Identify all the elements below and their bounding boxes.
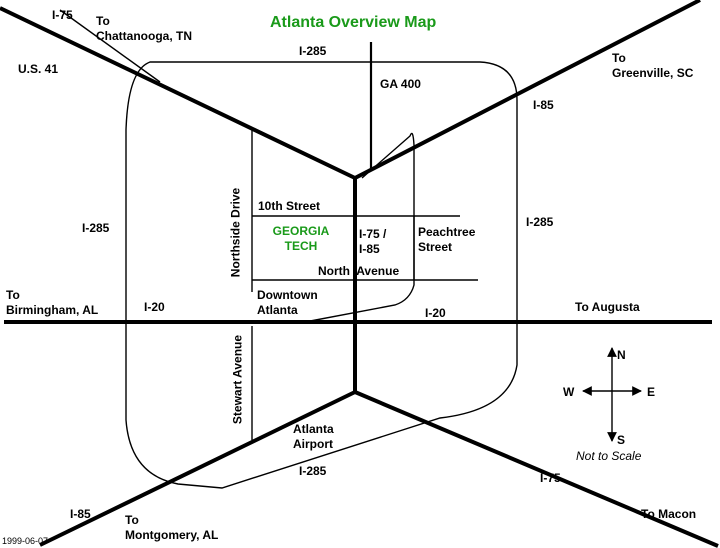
i75-northwest bbox=[0, 6, 356, 180]
label-georgia-tech: GEORGIA TECH bbox=[272, 224, 330, 253]
label-i285-right: I-285 bbox=[526, 215, 554, 229]
compass-south: S bbox=[617, 433, 626, 447]
label-i285-left: I-285 bbox=[82, 221, 110, 235]
label-peachtree-street: Peachtree Street bbox=[418, 225, 476, 254]
label-northside-drive: Northside Drive bbox=[228, 187, 243, 278]
label-to-birmingham: To Birmingham, AL bbox=[6, 288, 99, 317]
label-ga400: GA 400 bbox=[380, 77, 421, 91]
compass-note: Not to Scale bbox=[576, 449, 642, 463]
downtown-connector bbox=[304, 132, 415, 323]
compass-north: N bbox=[617, 348, 626, 362]
label-i85-ne: I-85 bbox=[533, 98, 554, 112]
compass-east: E bbox=[647, 385, 656, 399]
label-us41: U.S. 41 bbox=[18, 62, 59, 76]
label-i75-se: I-75 bbox=[540, 471, 561, 485]
label-north-avenue: North Avenue bbox=[318, 264, 400, 278]
label-i75-i85: I-75 / I-85 bbox=[359, 227, 387, 256]
i75-southeast bbox=[354, 390, 719, 548]
label-i285-top: I-285 bbox=[299, 44, 327, 58]
label-i285-bottom: I-285 bbox=[299, 464, 327, 478]
label-to-montgomery: To Montgomery, AL bbox=[125, 513, 219, 542]
label-downtown-atlanta: Downtown Atlanta bbox=[257, 288, 318, 317]
label-i85-sw: I-85 bbox=[70, 507, 91, 521]
label-i20-east: I-20 bbox=[425, 306, 446, 320]
us41-ramp bbox=[59, 9, 161, 83]
map-title: Atlanta Overview Map bbox=[270, 14, 437, 31]
i85-southwest bbox=[39, 390, 356, 547]
label-to-macon: To Macon bbox=[641, 507, 697, 521]
label-atlanta-airport: Atlanta Airport bbox=[293, 422, 334, 451]
label-date: 1999-06-07 bbox=[2, 536, 49, 546]
label-i20-west: I-20 bbox=[144, 300, 165, 314]
label-to-chattanooga: To Chattanooga, TN bbox=[96, 14, 192, 43]
i85-northeast bbox=[354, 0, 701, 180]
compass-west: W bbox=[563, 385, 575, 399]
i285-loop bbox=[125, 61, 518, 489]
label-i75-nw: I-75 bbox=[52, 8, 73, 22]
label-stewart-avenue: Stewart Avenue bbox=[230, 334, 245, 425]
label-tenth-street: 10th Street bbox=[258, 199, 321, 213]
label-to-greenville: To Greenville, SC bbox=[612, 51, 694, 80]
label-to-augusta: To Augusta bbox=[575, 300, 640, 314]
